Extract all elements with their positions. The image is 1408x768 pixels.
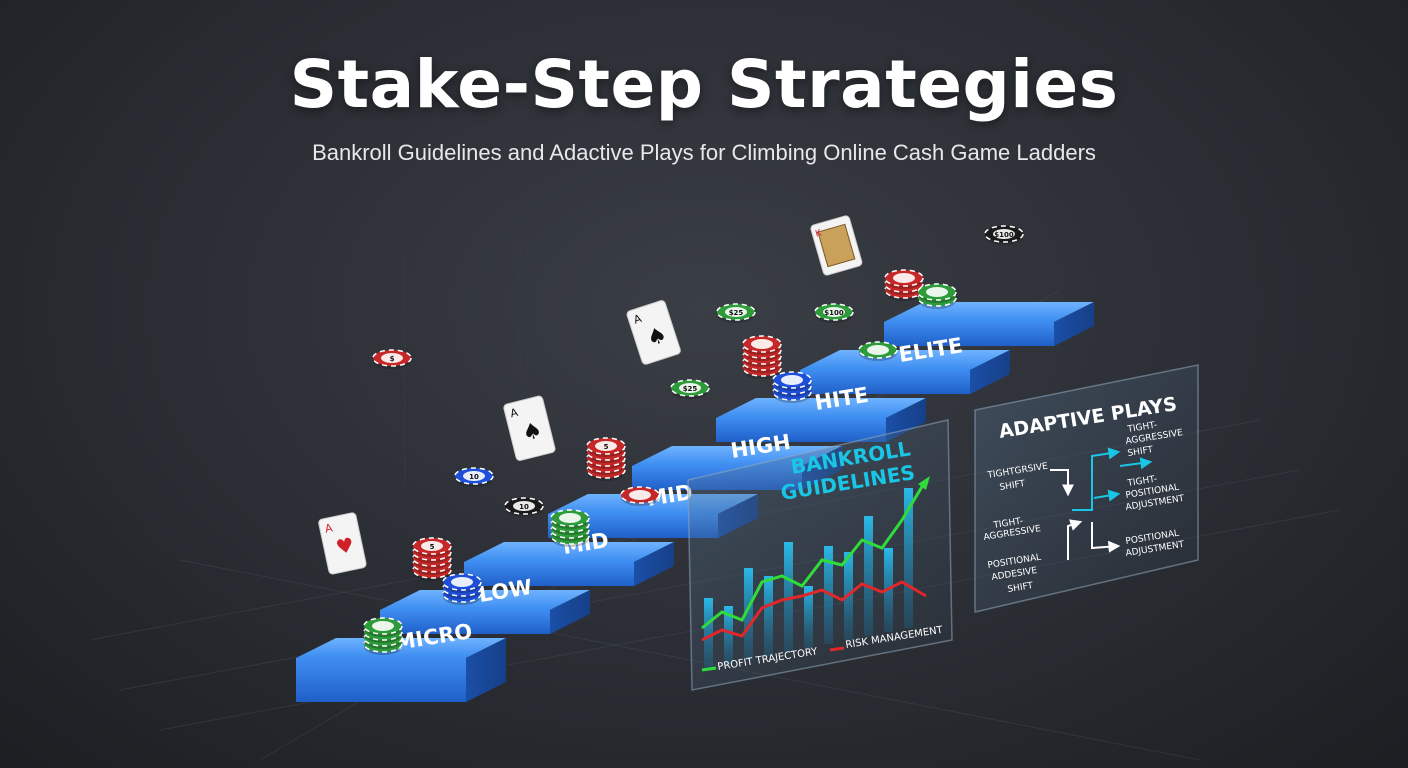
stair-front-face bbox=[716, 418, 886, 442]
chip-stack-12 bbox=[742, 335, 782, 379]
chip-label: $25 bbox=[729, 309, 744, 317]
flow-arrow-cyan-top-icon bbox=[1119, 457, 1153, 470]
chip-stack-14: $100 bbox=[814, 303, 854, 323]
bankroll-bar bbox=[864, 516, 873, 636]
bankroll-bar bbox=[824, 546, 833, 644]
profit-legend-swatch bbox=[701, 666, 717, 672]
stair-side-face bbox=[886, 398, 926, 442]
stair-front-face bbox=[884, 322, 1054, 346]
chip-stack-8: 5 bbox=[586, 437, 626, 481]
page-title: Stake-Step Strategies bbox=[289, 46, 1119, 123]
svg-text:A: A bbox=[509, 406, 520, 421]
stair-side-face bbox=[634, 542, 674, 586]
flow-arrow-up-right-icon bbox=[1072, 447, 1121, 511]
bankroll-bar bbox=[704, 598, 713, 668]
right-item-1-line1: TIGHT- bbox=[1126, 420, 1158, 435]
chip-stack-18: $100 bbox=[984, 225, 1024, 245]
page-subtitle: Bankroll Guidelines and Adactive Plays f… bbox=[312, 140, 1096, 165]
chip-stack-1 bbox=[363, 617, 403, 655]
card-ace-spades-icon: A ♠ bbox=[503, 395, 556, 461]
chip-stack-7 bbox=[550, 509, 590, 547]
stair-side-face bbox=[550, 590, 590, 634]
stair-front-face bbox=[464, 562, 634, 586]
stair-step-6: HITE bbox=[716, 383, 926, 442]
left-item-3-line3: SHIFT bbox=[1007, 581, 1034, 595]
stair-front-face bbox=[296, 658, 466, 702]
chip-stack-10: $25 bbox=[670, 379, 710, 399]
stair-top-face bbox=[716, 398, 926, 418]
chip-label: 10 bbox=[469, 473, 479, 481]
stair-top-face bbox=[380, 590, 590, 610]
bankroll-bar bbox=[904, 488, 913, 628]
poker-chips: 5 10 10 $5 $25 $25 $100 $100 bbox=[363, 225, 1024, 655]
chip-stack-6: $ bbox=[372, 349, 412, 369]
stair-top-face bbox=[296, 638, 506, 658]
risk-legend-swatch bbox=[829, 646, 845, 652]
flow-arrow-right-icon bbox=[1093, 489, 1121, 502]
svg-text:♥: ♥ bbox=[334, 532, 357, 559]
stair-top-face bbox=[884, 302, 1094, 322]
stair-top-face bbox=[800, 350, 1010, 370]
stair-front-face bbox=[380, 610, 550, 634]
chip-stack-4: 10 bbox=[504, 497, 544, 517]
chip-stack-13 bbox=[772, 371, 812, 403]
left-item-2-line1: TIGHT- bbox=[992, 516, 1024, 531]
svg-text:A: A bbox=[324, 521, 335, 535]
chip-label: 10 bbox=[519, 503, 529, 511]
card-ace-hearts-icon: A ♥ bbox=[318, 512, 367, 575]
chip-label: $100 bbox=[994, 231, 1014, 239]
chip-label: $ bbox=[390, 355, 395, 363]
chip-stack-17 bbox=[917, 283, 957, 309]
card-ace-spades-2-icon: A ♠ bbox=[626, 300, 681, 365]
profit-arrowhead-icon bbox=[918, 476, 930, 490]
stair-front-face bbox=[800, 370, 970, 394]
chip-stack-5: 10 bbox=[454, 467, 494, 487]
stair-step-7: ELITE bbox=[800, 333, 1010, 394]
bankroll-bar bbox=[724, 606, 733, 664]
svg-text:A: A bbox=[632, 312, 644, 327]
flow-arrow-bottom-right-icon bbox=[1091, 522, 1121, 553]
bankroll-bar bbox=[744, 568, 753, 660]
chip-stack-15 bbox=[858, 341, 898, 361]
stair-side-face bbox=[970, 350, 1010, 394]
bankroll-bar bbox=[764, 576, 773, 656]
playing-cards: A ♥ A ♠ A ♠ K bbox=[318, 215, 863, 575]
stair-front-face bbox=[548, 514, 718, 538]
stair-side-face bbox=[466, 638, 506, 702]
chip-label: 5 bbox=[430, 543, 435, 551]
right-item-1-line3: SHIFT bbox=[1127, 445, 1154, 459]
bankroll-bar bbox=[804, 586, 813, 648]
stair-top-face bbox=[464, 542, 674, 562]
flow-arrow-lower-icon bbox=[1067, 519, 1083, 560]
risk-management-line bbox=[701, 580, 927, 642]
chip-stack-16 bbox=[884, 269, 924, 301]
stair-step-2: LOW bbox=[380, 575, 590, 634]
svg-text:K: K bbox=[814, 228, 823, 240]
bankroll-bar bbox=[784, 542, 793, 652]
chip-label: 5 bbox=[604, 443, 609, 451]
adaptive-plays-panel: ADAPTIVE PLAYS TIGHTGRSIVE SHIFT TIGHT- … bbox=[974, 364, 1199, 613]
chip-label: $100 bbox=[824, 309, 844, 317]
chip-label: $25 bbox=[683, 385, 698, 393]
right-item-2-line1: TIGHT- bbox=[1126, 474, 1158, 489]
stair-side-face bbox=[1054, 302, 1094, 346]
left-item-1-line2: SHIFT bbox=[999, 479, 1026, 493]
bankroll-guidelines-panel: BANKROLL GUIDELINES PROFIT TRAJECTORY RI… bbox=[687, 419, 953, 691]
card-king-icon: K bbox=[810, 215, 863, 276]
profit-trajectory-line bbox=[701, 479, 928, 630]
chip-stack-11: $25 bbox=[716, 303, 756, 323]
chip-stack-2: 5 bbox=[412, 537, 452, 581]
flow-arrow-down-icon bbox=[1050, 469, 1074, 497]
chip-stack-9 bbox=[620, 486, 660, 506]
stair-step-1: MICRO bbox=[296, 619, 506, 702]
stair-step-8 bbox=[884, 302, 1094, 346]
chip-stack-3 bbox=[442, 573, 482, 605]
